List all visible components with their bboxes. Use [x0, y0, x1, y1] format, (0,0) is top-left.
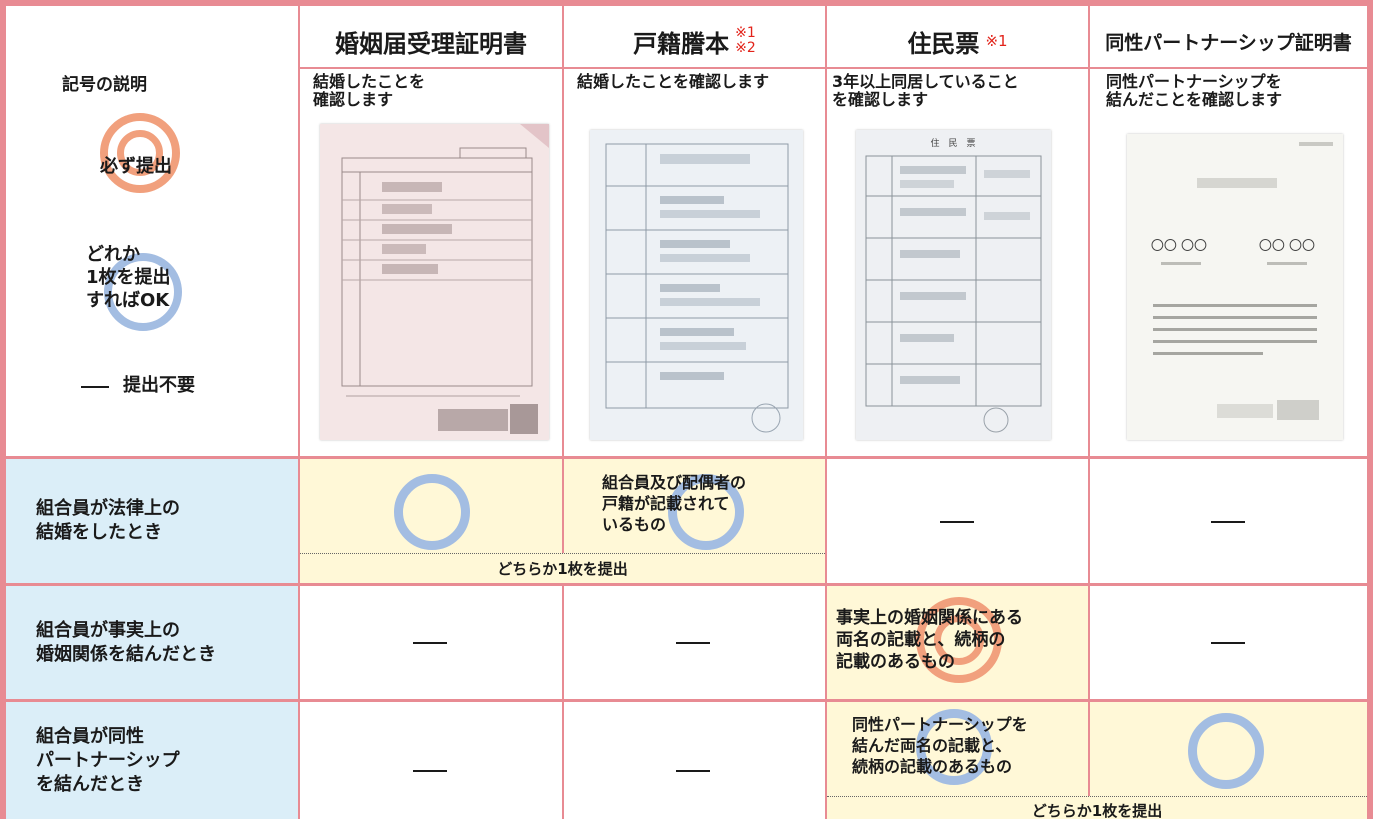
header-partnership-certificate: 同性パートナーシップ証明書: [1105, 31, 1352, 54]
circle-icon: [916, 709, 992, 785]
row-label-line: 結婚をしたとき: [36, 522, 162, 543]
dotted-divider: [827, 796, 1367, 797]
grid-line: [6, 456, 1367, 459]
row-label-line: を結んだとき: [36, 773, 144, 795]
grid-line: [298, 67, 1367, 69]
description-line: 3年以上同居していること: [832, 72, 1019, 91]
grid-line: [6, 583, 1367, 586]
row-label-line: 組合員が法律上の: [36, 498, 180, 519]
dash-icon: [81, 386, 109, 388]
resident-record-condition-partnership: 同性パートナーシップを 結んだ両名の記載と、 続柄の記載のあるもの: [852, 714, 1028, 777]
legend-must-submit: 必ず提出: [100, 156, 172, 177]
header-marriage-certificate: 婚姻届受理証明書: [335, 29, 527, 58]
row-label-line: 組合員が事実上の: [36, 619, 180, 641]
family-register-drawing: [590, 130, 803, 440]
marriage-certificate-image: [320, 124, 549, 440]
resident-record-image: 住 民 票: [856, 130, 1051, 440]
circle-icon: [1188, 713, 1264, 789]
dash-icon: [1211, 642, 1245, 644]
description-partnership-certificate: 同性パートナーシップを 結んだことを確認します: [1106, 73, 1282, 109]
header-family-register-label: 戸籍謄本: [633, 29, 730, 58]
row-label-de-facto-marriage: 組合員が事実上の 婚姻関係を結んだとき: [6, 586, 298, 699]
header-family-register-notes: ※1※2: [735, 26, 756, 56]
condition-line: 続柄の記載のあるもの: [852, 757, 1013, 776]
note-2: ※2: [735, 40, 756, 56]
row3-highlight: [827, 702, 1367, 819]
grid-line: [825, 6, 827, 819]
legend-title: 記号の説明: [62, 75, 147, 95]
description-line: 結婚したことを: [313, 72, 426, 91]
dash-icon: [940, 521, 974, 523]
partner-name-1: 〇〇 〇〇: [1151, 239, 1207, 254]
condition-line: いるもの: [602, 515, 667, 534]
condition-line: 組合員及び配偶者の: [602, 473, 747, 492]
partner-name-2: 〇〇 〇〇: [1259, 239, 1315, 254]
grid-line: [1088, 702, 1090, 796]
note-1: ※1: [735, 25, 756, 41]
family-register-image: [590, 130, 803, 440]
circle-icon: [394, 474, 470, 550]
either-note: どちらか1枚を提出: [497, 560, 628, 578]
description-line: 同性パートナーシップを: [1106, 72, 1282, 91]
grid-line: [562, 6, 564, 819]
condition-line: 事実上の婚姻関係にある: [836, 608, 1023, 628]
header-resident-record: 住民票 ※1: [827, 20, 1088, 62]
note-1: ※1: [985, 31, 1008, 50]
header-family-register: 戸籍謄本 ※1※2: [564, 20, 825, 62]
condition-line: 結んだ両名の記載と、: [852, 736, 1012, 755]
grid-line: [298, 6, 300, 819]
resident-record-condition-defacto: 事実上の婚姻関係にある 両名の記載と、続柄の 記載のあるもの: [836, 607, 1023, 673]
description-resident-record: 3年以上同居していること を確認します: [832, 73, 1019, 109]
description-line: 結婚したことを確認します: [577, 72, 770, 91]
partnership-certificate-drawing: 〇〇 〇〇 〇〇 〇〇: [1127, 134, 1343, 440]
circle-icon: [104, 253, 182, 331]
dash-icon: [413, 770, 447, 772]
legend-either-line: どれか: [86, 244, 140, 265]
double-circle-inner: [934, 615, 984, 665]
double-circle-icon: [100, 113, 180, 193]
dash-icon: [1211, 521, 1245, 523]
row-label-same-sex-partnership: 組合員が同性 パートナーシップ を結んだとき: [6, 702, 298, 819]
double-circle-inner: [117, 130, 163, 176]
partnership-certificate-image: 〇〇 〇〇 〇〇 〇〇: [1127, 134, 1343, 440]
row-label-legal-marriage: 組合員が法律上の 結婚をしたとき: [6, 459, 298, 583]
dotted-divider: [300, 553, 825, 554]
marriage-certificate-drawing: [320, 124, 549, 440]
description-line: を確認します: [832, 90, 929, 109]
condition-line: 同性パートナーシップを: [852, 715, 1028, 734]
legend-either-line: すればOK: [86, 290, 170, 311]
legend-either-ok: どれか 1枚を提出 すればOK: [86, 243, 171, 312]
description-marriage-certificate: 結婚したことを 確認します: [313, 73, 425, 109]
condition-line: 戸籍が記載されて: [602, 494, 730, 513]
double-circle-icon: [916, 597, 1002, 683]
grid-line: [562, 459, 564, 553]
condition-line: 両名の記載と、続柄の: [836, 630, 1006, 650]
description-line: 結んだことを確認します: [1106, 90, 1283, 109]
dash-icon: [676, 642, 710, 644]
row-label-line: パートナーシップ: [36, 749, 180, 771]
row-label-line: 組合員が同性: [36, 725, 144, 747]
resident-record-title: 住 民 票: [930, 137, 975, 149]
dash-icon: [676, 770, 710, 772]
header-resident-record-label: 住民票: [907, 29, 980, 58]
grid-line: [1088, 6, 1090, 819]
legend-either-line: 1枚を提出: [86, 267, 171, 288]
circle-icon: [668, 474, 744, 550]
dash-icon: [413, 642, 447, 644]
grid-line: [6, 699, 1367, 702]
resident-record-drawing: 住 民 票: [856, 130, 1051, 440]
description-family-register: 結婚したことを確認します: [577, 73, 769, 91]
condition-line: 記載のあるもの: [836, 652, 955, 672]
legend-not-required: 提出不要: [123, 375, 195, 396]
either-note: どちらか1枚を提出: [1031, 802, 1163, 820]
row-label-line: 婚姻関係を結んだとき: [36, 643, 216, 665]
family-register-condition: 組合員及び配偶者の 戸籍が記載されて いるもの: [602, 472, 746, 535]
description-line: 確認します: [313, 90, 394, 109]
